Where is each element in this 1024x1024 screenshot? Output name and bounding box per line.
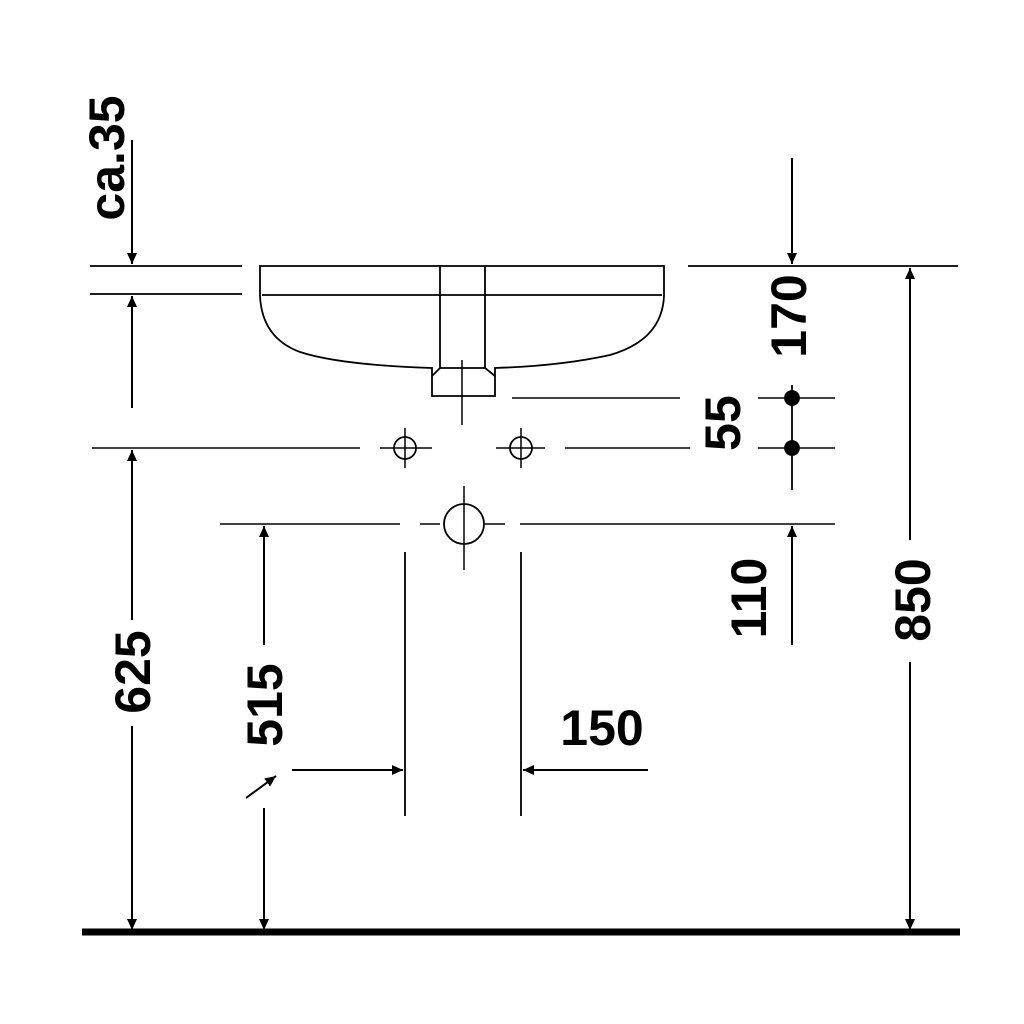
dim-label-ca35: ca.35 (79, 95, 135, 220)
drain-hole (443, 503, 485, 545)
dim-label-625: 625 (105, 630, 161, 713)
dimension-dot-lower (784, 440, 800, 456)
extension-lines (90, 265, 958, 816)
dimension-dot-upper (784, 390, 800, 406)
tap-hole-left (393, 436, 417, 460)
dim-label-110: 110 (721, 558, 777, 639)
dim-label-850: 850 (885, 558, 941, 641)
dim-label-150: 150 (560, 700, 643, 756)
tap-hole-right (509, 436, 533, 460)
dim-label-170: 170 (761, 274, 817, 357)
washbasin-outline (259, 265, 665, 397)
dim-label-55: 55 (695, 395, 751, 451)
dim-label-515: 515 (237, 663, 293, 746)
dimension-arrows (127, 140, 915, 930)
